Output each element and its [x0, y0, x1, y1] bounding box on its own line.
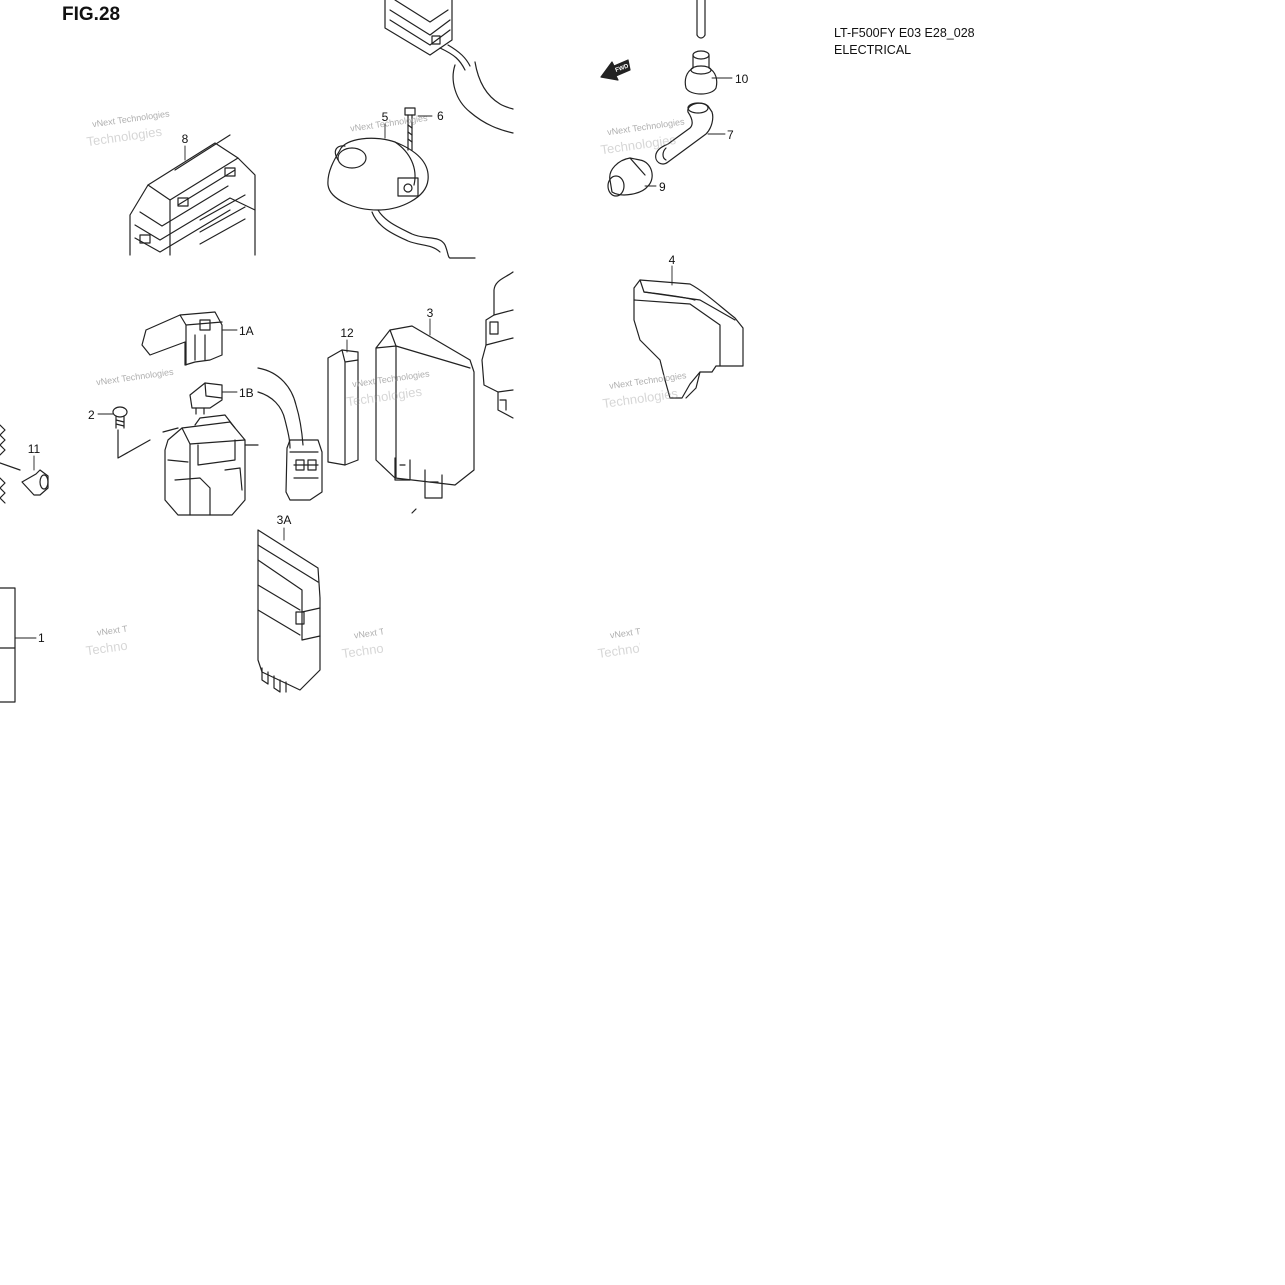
callout-6: 6	[437, 109, 444, 123]
callout-8: 9	[659, 180, 666, 194]
callout-11: 11	[28, 442, 41, 456]
part-left-springs	[0, 424, 6, 504]
part-1-battery[interactable]	[0, 587, 16, 703]
watermark: vNext Technologies Technologies	[597, 620, 688, 661]
part-top-regulator[interactable]	[384, 0, 514, 134]
svg-text:Technologies: Technologies	[597, 636, 675, 661]
part-5-ignition-coil[interactable]	[327, 137, 476, 259]
part-side-unit[interactable]	[481, 271, 514, 419]
figure-title: FIG.28	[62, 4, 121, 25]
watermark: vNext Technologies Technologies	[600, 116, 686, 157]
watermark: vNext Technologies Technologies	[85, 617, 175, 658]
callout-10: 8	[182, 132, 189, 146]
callout-1b: 1B	[239, 386, 254, 400]
part-3a-cdi-unit[interactable]	[257, 529, 321, 693]
callout-9: 10	[735, 72, 749, 86]
part-4-cover[interactable]	[633, 279, 744, 399]
part-top-rod	[696, 0, 706, 39]
part-2-screw[interactable]	[112, 406, 179, 459]
watermark: vNext Technologies Technologies	[86, 108, 171, 149]
part-harness-connector[interactable]	[257, 367, 323, 501]
svg-text:vNext Technologies: vNext Technologies	[96, 617, 175, 638]
part-starter-relay[interactable]	[164, 414, 259, 516]
callout-7: 7	[727, 128, 734, 142]
part-3-cdi-unit[interactable]	[375, 325, 475, 514]
fwd-arrow-icon	[600, 59, 631, 81]
model-code: LT-F500FY E03 E28_028	[834, 26, 975, 40]
fwd-label: FWD	[615, 63, 631, 74]
svg-text:Technologies: Technologies	[85, 633, 163, 658]
part-10-regulator[interactable]	[129, 134, 256, 256]
callout-4: 4	[669, 253, 676, 267]
part-11-bolt[interactable]	[0, 462, 49, 496]
callout-2: 2	[88, 408, 95, 422]
watermark: vNext Technologies Technologies	[341, 620, 432, 661]
callout-1a: 1A	[239, 324, 254, 338]
diagram-header: LT-F500FY E03 E28_028 ELECTRICAL	[834, 25, 975, 59]
part-9-cap[interactable]	[684, 50, 718, 95]
svg-text:vNext Technologies: vNext Technologies	[96, 367, 175, 388]
part-7-elbow-hose[interactable]	[655, 102, 714, 165]
part-8-plug-cap[interactable]	[607, 157, 653, 197]
watermark: vNext Technologies	[350, 113, 429, 134]
callout-5: 5	[382, 110, 389, 124]
callout-1: 1	[38, 631, 45, 645]
callout-3a: 3A	[277, 513, 292, 527]
watermark: vNext Technologies	[96, 367, 175, 388]
svg-text:vNext Technologies: vNext Technologies	[609, 620, 688, 641]
svg-text:Technologies: Technologies	[341, 636, 419, 661]
watermark: vNext Technologies Technologies	[602, 370, 688, 411]
svg-text:vNext Technologies: vNext Technologies	[350, 113, 429, 134]
svg-text:vNext Technologies: vNext Technologies	[353, 620, 432, 641]
part-12-strip[interactable]	[327, 349, 359, 466]
part-6-bolt[interactable]	[404, 107, 416, 151]
part-1b-fuse[interactable]	[189, 382, 223, 415]
part-1a-cover[interactable]	[141, 311, 223, 366]
watermark: vNext Technologies Technologies	[346, 368, 431, 409]
leader-lines	[14, 77, 733, 639]
callout-12: 12	[340, 326, 354, 340]
callout-3: 3	[427, 306, 434, 320]
section-name: ELECTRICAL	[834, 43, 912, 57]
